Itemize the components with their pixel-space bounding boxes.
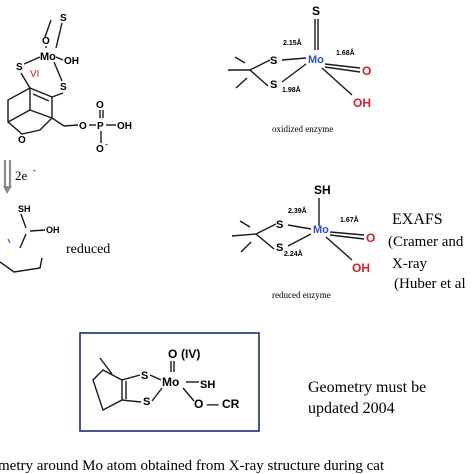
ring-top xyxy=(7,87,53,135)
atom-s-a: S xyxy=(270,55,277,67)
atom-s-top: S xyxy=(312,4,320,18)
oxidized-enzyme-structure: S 2.15Å 1.68Å 1.98Å S S Mo O OH oxidized… xyxy=(228,4,371,134)
atom-o-p-top: O xyxy=(96,100,104,111)
atom-mo: Mo xyxy=(162,375,179,389)
atom-sh: SH xyxy=(18,204,31,214)
atom-o-ring: O xyxy=(18,135,26,146)
oxidation-state: VI xyxy=(30,69,39,80)
bond-mo-s-left xyxy=(23,56,41,65)
reduced-caption: reduced enzyme xyxy=(272,290,331,300)
atom-sh: SH xyxy=(200,379,215,391)
atom-s-top: S xyxy=(60,13,67,24)
bond-mo-oh xyxy=(55,56,64,61)
charge-sign: - xyxy=(105,139,108,149)
atom-p: P xyxy=(97,121,104,132)
note-cramer: (Cramer and xyxy=(388,234,464,250)
atom-o-top: O xyxy=(42,36,50,47)
atom-o: O xyxy=(366,231,375,245)
atom-s-b: S xyxy=(270,79,277,91)
atom-oh-p: OH xyxy=(117,121,132,132)
atom-o-p-bottom: O xyxy=(96,144,104,155)
atom-mo: Mo xyxy=(40,51,56,63)
figure-caption: metry around Mo atom obtained from X-ray… xyxy=(0,458,385,474)
ring-double xyxy=(32,93,50,102)
bond-length-2: 1.67Å xyxy=(340,215,359,224)
atom-sh: SH xyxy=(314,183,331,197)
bond-s-right-ring xyxy=(51,92,64,98)
bond-length-3: 1.98Å xyxy=(282,85,301,94)
cofactor-oxidized-structure: S O Mo OH S VI S O O P O OH O - xyxy=(7,13,132,155)
chain-2 xyxy=(63,124,79,127)
box-border xyxy=(79,332,260,432)
atom-s-left: S xyxy=(16,62,23,73)
cofactor-reduced-structure: SH OH reduced xyxy=(0,204,110,273)
atom-oh: OH xyxy=(353,96,371,110)
bond-mo-s-top xyxy=(55,22,63,49)
oxidation-iv: (IV) xyxy=(181,347,200,361)
mo-iv-box: O (IV) S Mo SH S O — CR xyxy=(79,332,260,432)
geometry-note: Geometry must be updated 2004 xyxy=(308,379,426,417)
geometry-line-1: Geometry must be xyxy=(308,379,426,396)
bond-s-o xyxy=(44,19,52,38)
atom-mo: Mo xyxy=(313,224,329,236)
ring-inner-2 xyxy=(29,109,53,119)
electron-count: 2e xyxy=(15,168,28,183)
note-exafs: EXAFS xyxy=(392,211,443,228)
atom-s-b: S xyxy=(143,396,150,408)
atom-oh: OH xyxy=(352,261,370,275)
reduced-label: reduced xyxy=(66,242,110,257)
atom-o: O xyxy=(362,64,371,78)
atom-oh: OH xyxy=(64,56,79,67)
reduced-enzyme-structure: SH 2.39Å 1.67Å 2.24Å S S Mo O OH reduced… xyxy=(231,183,375,300)
ring-inner-3 xyxy=(7,109,31,123)
bond-length-1: 2.15Å xyxy=(283,38,302,47)
method-notes: EXAFS (Cramer and X-ray (Huber et al xyxy=(388,211,466,292)
atom-oh: OH xyxy=(46,225,60,235)
bond-s-left-ring xyxy=(20,72,31,89)
bond-length-3: 2.24Å xyxy=(284,249,303,258)
redox-arrow: 2e - xyxy=(3,160,36,194)
electron-charge: - xyxy=(33,165,36,175)
atom-s-a: S xyxy=(141,370,148,382)
geometry-line-2: updated 2004 xyxy=(308,400,395,417)
chain-1 xyxy=(51,117,65,127)
note-xray: X-ray xyxy=(392,256,427,272)
atom-s-right: S xyxy=(60,82,67,93)
ester-group: O — CR xyxy=(194,397,240,411)
atom-o-chain: O xyxy=(79,121,87,132)
bond-length-1: 2.39Å xyxy=(288,206,307,215)
atom-mo: Mo xyxy=(308,54,324,66)
atom-o: O xyxy=(168,347,177,361)
oxidized-caption: oxidized enzyme xyxy=(272,124,333,134)
atom-s-a: S xyxy=(276,219,283,231)
bond-length-2: 1.68Å xyxy=(336,48,355,57)
note-huber: (Huber et al xyxy=(394,276,466,292)
bond-mo-s-right xyxy=(53,61,63,82)
atom-s-b: S xyxy=(276,242,283,254)
